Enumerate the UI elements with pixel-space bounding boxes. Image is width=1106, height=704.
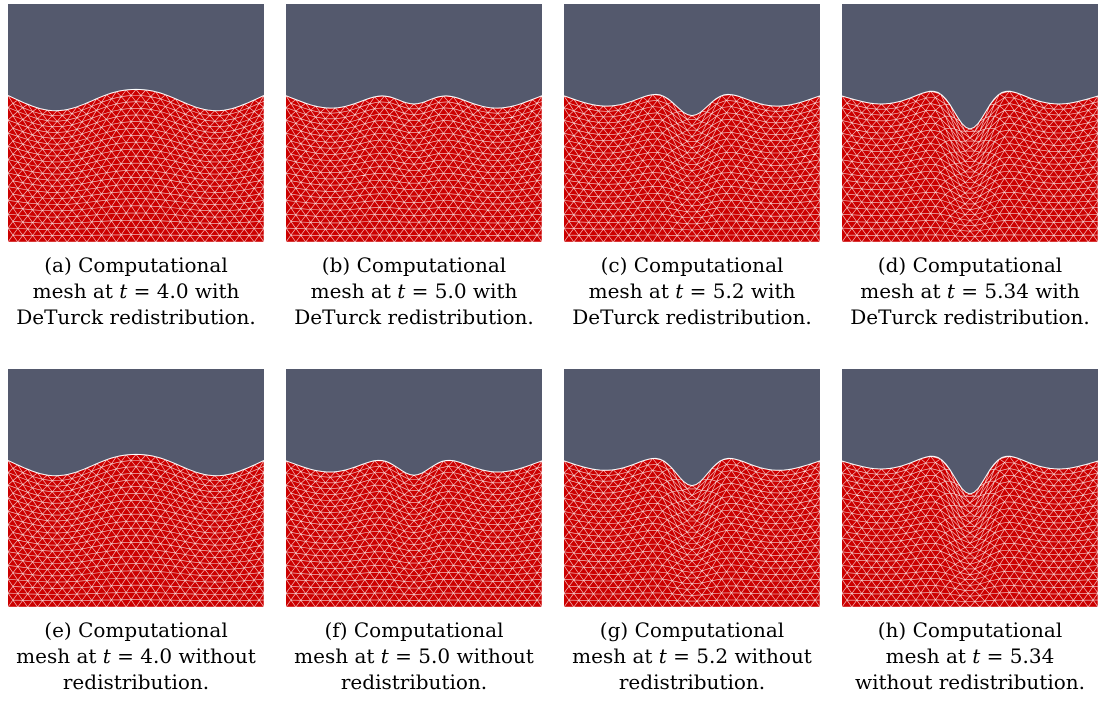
- mesh-image: [842, 4, 1098, 242]
- caption-line: mesh at t = 5.0 without: [294, 644, 534, 668]
- mesh-image: [564, 369, 820, 607]
- caption-line: mesh at t = 5.2 with: [588, 279, 796, 303]
- caption-line: DeTurck redistribution.: [850, 305, 1090, 329]
- caption-line: mesh at t = 4.0 without: [16, 644, 256, 668]
- mesh-image: [8, 369, 264, 607]
- interface-curve: [842, 455, 1098, 495]
- mesh-panel-c: [564, 4, 820, 242]
- caption-line: mesh at t = 5.34: [885, 644, 1055, 668]
- caption-line: redistribution.: [62, 670, 210, 694]
- fluid-region: [564, 94, 820, 242]
- caption-line: (g) Computational: [599, 618, 785, 642]
- caption-line: DeTurck redistribution.: [572, 305, 812, 329]
- caption-line: DeTurck redistribution.: [294, 305, 534, 329]
- caption-line: without redistribution.: [855, 670, 1085, 694]
- interface-curve: [286, 95, 542, 109]
- interface-curve: [8, 453, 264, 477]
- fluid-region: [286, 95, 542, 242]
- fluid-region: [842, 91, 1098, 242]
- fluid-region: [8, 454, 264, 607]
- caption-line: redistribution.: [340, 670, 488, 694]
- mesh-image: [842, 369, 1098, 607]
- fluid-region: [8, 89, 264, 242]
- caption-line: (b) Computational: [321, 253, 507, 277]
- interface-curve: [842, 90, 1098, 130]
- caption-line: (h) Computational: [877, 618, 1063, 642]
- mesh-panel-h: [842, 369, 1098, 607]
- interface-curve: [8, 88, 264, 112]
- fluid-region: [286, 460, 542, 607]
- mesh-image: [286, 4, 542, 242]
- caption-line: (f) Computational: [324, 618, 504, 642]
- interface-curve: [564, 457, 820, 487]
- interface-curve: [564, 93, 820, 117]
- mesh-panel-g: [564, 369, 820, 607]
- mesh-image: [8, 4, 264, 242]
- caption-line: (c) Computational: [600, 253, 784, 277]
- mesh-panel-e: [8, 369, 264, 607]
- caption-line: mesh at t = 5.34 with: [860, 279, 1080, 303]
- caption-line: (e) Computational: [44, 618, 228, 642]
- mesh-panel-b: [286, 4, 542, 242]
- mesh-lines: [8, 89, 264, 242]
- mesh-image: [564, 4, 820, 242]
- mesh-image: [286, 369, 542, 607]
- mesh-panel-d: [842, 4, 1098, 242]
- mesh-panel-a: [8, 4, 264, 242]
- caption-line: DeTurck redistribution.: [16, 305, 256, 329]
- mesh-lines: [8, 454, 264, 607]
- caption-line: redistribution.: [618, 670, 766, 694]
- caption-line: (a) Computational: [44, 253, 228, 277]
- interface-curve: [286, 459, 542, 476]
- caption-line: mesh at t = 5.2 without: [572, 644, 812, 668]
- mesh-panel-f: [286, 369, 542, 607]
- caption-line: mesh at t = 4.0 with: [32, 279, 240, 303]
- fluid-region: [842, 456, 1098, 607]
- caption-line: mesh at t = 5.0 with: [310, 279, 518, 303]
- caption-line: (d) Computational: [877, 253, 1063, 277]
